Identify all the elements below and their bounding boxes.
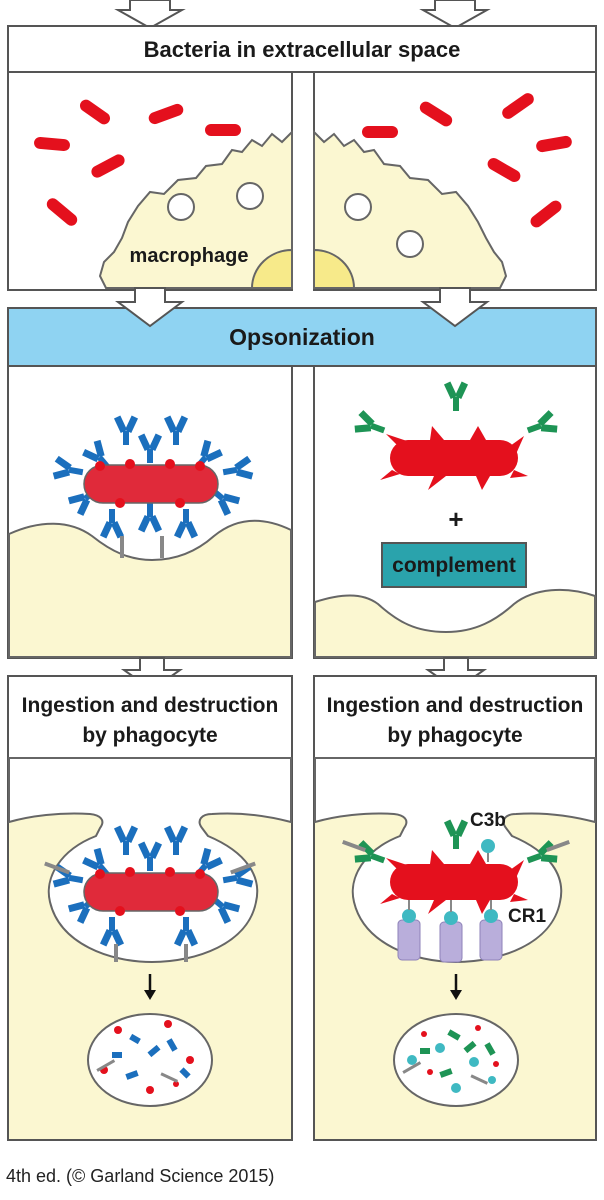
cr1-receptors (397, 919, 503, 963)
bacterium (536, 135, 572, 153)
vacuole (167, 193, 195, 221)
ingestion-title-line1: Ingestion and destruction (327, 694, 584, 717)
panel-left-bacteria: macrophage (7, 71, 293, 291)
bacterium (79, 99, 111, 125)
fc-receptors (44, 861, 256, 962)
macrophage-label: macrophage (130, 245, 249, 267)
bacterium (419, 101, 453, 127)
macrophage-right (313, 129, 508, 289)
opsonization-band: Opsonization (7, 307, 597, 367)
opsonization-label: Opsonization (229, 324, 375, 350)
bacterium-ingested-left (83, 867, 219, 916)
top-arrows (114, 0, 491, 30)
ingestion-title-line2: by phagocyte (387, 724, 522, 747)
complement-box (381, 542, 527, 588)
ingestion-header-left: Ingestion and destruction by phagocyte (7, 675, 293, 759)
bacterium (46, 198, 78, 226)
bacterium (91, 154, 125, 178)
ingestion-header-right: Ingestion and destruction by phagocyte (313, 675, 597, 759)
figure-caption: 4th ed. (© Garland Science 2015) (6, 1166, 275, 1186)
ingestion-title-line1: Ingestion and destruction (22, 694, 279, 717)
vacuole (396, 230, 424, 258)
nucleus-right (313, 248, 356, 289)
panel-left-antibody (7, 365, 293, 659)
bacterium-opsonized-left (83, 459, 219, 508)
down-arrow-icon (450, 974, 462, 1000)
nucleus-left (250, 248, 293, 289)
header-box: Bacteria in extracellular space (7, 25, 597, 73)
degraded-fragments-right (402, 1025, 499, 1093)
c3b-label: C3b (470, 810, 506, 831)
complement-label: complement (392, 554, 516, 577)
plus-sign: + (448, 504, 463, 534)
down-arrow-icon (144, 974, 156, 1000)
panel-right-bacteria (313, 71, 597, 291)
bacterium (502, 93, 534, 119)
macrophage-left (98, 129, 293, 289)
panel-right-ingestion: C3b CR1 (313, 757, 597, 1141)
panel-right-complement: + complement (313, 365, 597, 659)
bacterium-spiked-ingested (380, 850, 528, 914)
bacterium (362, 126, 398, 138)
bacterium (205, 124, 241, 136)
header-title: Bacteria in extracellular space (144, 37, 461, 62)
cell-surface (314, 588, 596, 658)
bacterium-spiked (380, 426, 528, 490)
bacterium (487, 158, 521, 182)
fc-receptors (342, 840, 570, 852)
bacteria-cluster-right (362, 93, 572, 228)
ingestion-title-line2: by phagocyte (82, 724, 217, 747)
bacterium (34, 136, 70, 152)
bacteria-cluster-left (34, 99, 241, 226)
bacterium (148, 103, 184, 125)
bacterium (530, 200, 562, 228)
cr1-label: CR1 (508, 906, 546, 927)
vacuole (236, 182, 264, 210)
opsonization-diagram: Bacteria in extracellular space macropha… (7, 0, 597, 1141)
vacuole (344, 193, 372, 221)
degraded-fragments-left (96, 1020, 194, 1094)
panel-left-ingestion (7, 757, 293, 1141)
fc-receptors-left (120, 536, 164, 558)
c3b-fragments-bound (402, 839, 498, 925)
cell-surface (8, 519, 292, 658)
phagolysosome (87, 1013, 213, 1107)
arrows-into-opsonization (115, 287, 490, 328)
